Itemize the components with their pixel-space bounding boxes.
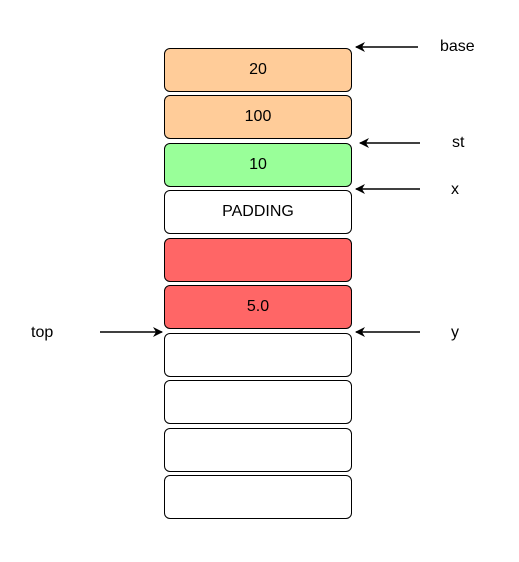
cell-value: 100 bbox=[244, 108, 272, 125]
stack-cell: PADDING bbox=[164, 190, 352, 234]
top-label: top bbox=[31, 324, 54, 341]
cell-value: PADDING bbox=[222, 203, 294, 220]
cell-value: 10 bbox=[249, 156, 267, 173]
cell-value: 5.0 bbox=[246, 298, 270, 315]
cell-value: 20 bbox=[249, 61, 267, 78]
stack-cell bbox=[164, 475, 352, 519]
stack-cell: 20 bbox=[164, 48, 352, 92]
stack-cell: 10 bbox=[164, 143, 352, 187]
stack-cell bbox=[164, 333, 352, 377]
stack-cell: 5.0 bbox=[164, 285, 352, 329]
stack-cell bbox=[164, 380, 352, 424]
x-label: x bbox=[451, 181, 459, 198]
stack-cell bbox=[164, 428, 352, 472]
st-label: st bbox=[452, 134, 465, 151]
base-label: base bbox=[440, 38, 475, 55]
stack-cell: 100 bbox=[164, 95, 352, 139]
y-label: y bbox=[451, 324, 459, 341]
stack-cell bbox=[164, 238, 352, 282]
